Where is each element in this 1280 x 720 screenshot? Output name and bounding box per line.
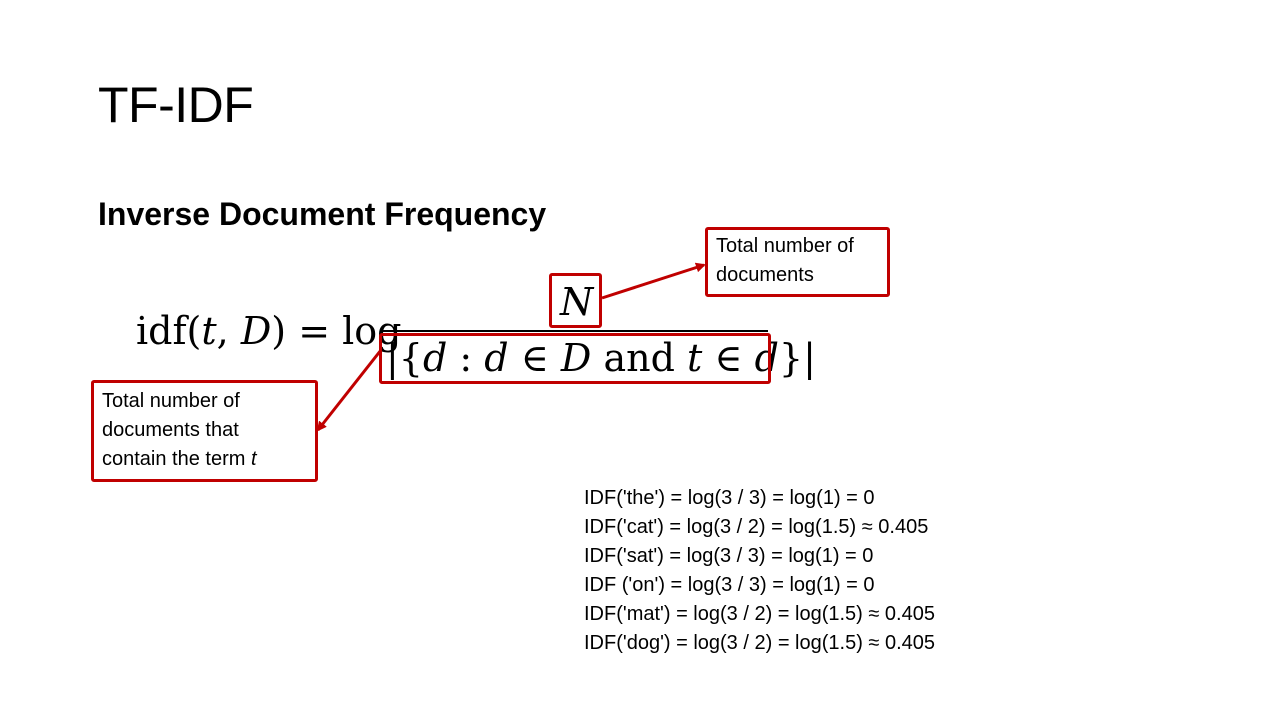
den-close: }| — [778, 336, 816, 380]
formula-numerator: N — [560, 280, 594, 324]
example-line: IDF('dog') = log(3 / 2) = log(1.5) ≈ 0.4… — [584, 632, 936, 654]
numerator-highlight-box — [549, 273, 602, 328]
den-var-d1: d — [422, 336, 448, 380]
den-var-t: t — [687, 336, 703, 380]
total-docs-text: Total number of documents — [716, 232, 886, 290]
contain-docs-text: Total number of documents that contain t… — [102, 387, 312, 474]
slide-subtitle: Inverse Document Frequency — [98, 196, 547, 232]
den-var-d3: d — [754, 336, 779, 380]
contain-line-2: documents that — [102, 419, 239, 441]
formula-var-D: D — [240, 309, 272, 353]
den-var-D: D — [560, 336, 592, 380]
contain-line-3-text: contain the term — [102, 448, 251, 470]
den-colon: : — [447, 336, 485, 380]
example-line: IDF ('on') = log(3 / 3) = log(1) = 0 — [584, 574, 875, 596]
den-and: and — [591, 336, 687, 380]
contain-term: t — [250, 448, 257, 470]
example-line: IDF('mat') = log(3 / 2) = log(1.5) ≈ 0.4… — [584, 603, 935, 625]
example-line: IDF('cat') = log(3 / 2) = log(1.5) ≈ 0.4… — [584, 516, 929, 538]
den-var-d2: d — [484, 336, 509, 380]
formula-denominator: |{d : d ∈ D and t ∈ d}| — [386, 334, 816, 382]
formula-sep: , — [216, 309, 241, 353]
idf-examples: IDF('the') = log(3 / 3) = log(1) = 0 IDF… — [584, 484, 935, 658]
formula-lhs: idf(t, D) = log — [136, 306, 401, 356]
slide-title: TF-IDF — [98, 77, 254, 133]
den-open: |{ — [386, 336, 423, 380]
contain-line-3: contain the term t — [102, 445, 312, 474]
total-docs-line-1: Total number of — [716, 235, 854, 257]
arrow-to-contain-docs — [316, 349, 383, 432]
example-line: IDF('the') = log(3 / 3) = log(1) = 0 — [584, 487, 875, 509]
total-docs-callout — [705, 227, 890, 297]
den-in-2: ∈ — [702, 336, 755, 380]
denominator-highlight-box — [379, 333, 771, 384]
contain-line-1: Total number of — [102, 390, 240, 412]
formula-fn: idf( — [136, 309, 202, 353]
example-line: IDF('sat') = log(3 / 3) = log(1) = 0 — [584, 545, 874, 567]
formula-var-t: t — [201, 309, 217, 353]
den-in-1: ∈ — [508, 336, 561, 380]
contain-docs-callout — [91, 380, 318, 482]
arrow-to-total-docs — [601, 262, 706, 300]
fraction-bar — [382, 330, 768, 332]
total-docs-line-2: documents — [716, 264, 814, 286]
